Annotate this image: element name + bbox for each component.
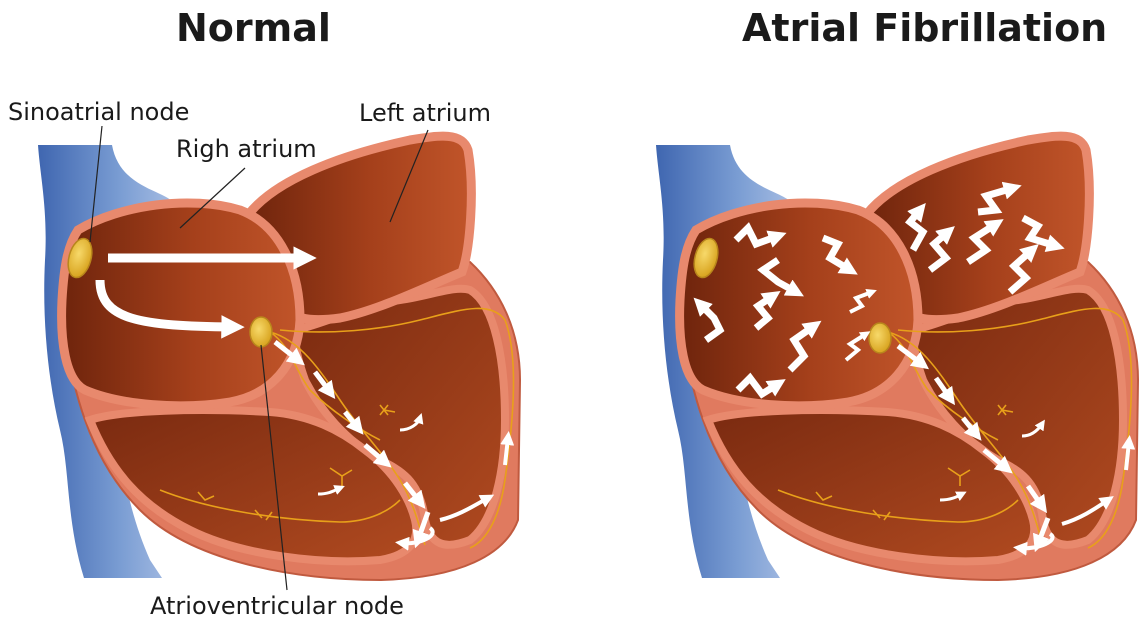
atrioventricular-node-af [869,323,891,353]
heart-atrial-fibrillation [656,136,1138,580]
heart-normal [38,126,520,590]
atrioventricular-node [250,317,272,347]
